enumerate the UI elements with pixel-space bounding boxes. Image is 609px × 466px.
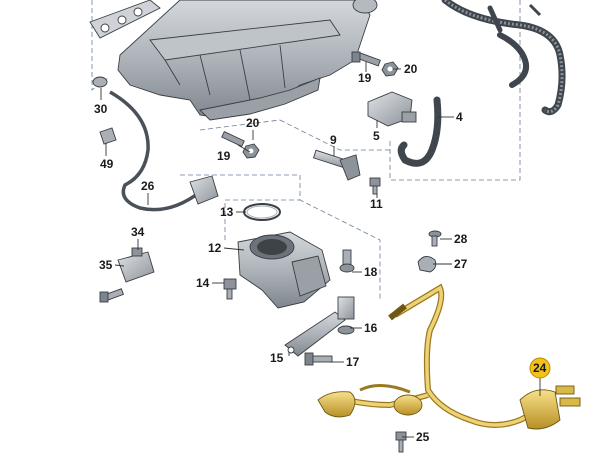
sensor-9[interactable] — [312, 149, 361, 181]
manifold-gasket[interactable] — [89, 0, 161, 39]
sensor-34[interactable] — [117, 247, 155, 283]
bolt-35[interactable] — [99, 288, 124, 303]
label-28[interactable]: 28 — [454, 232, 468, 246]
o-ring-13[interactable] — [243, 203, 281, 221]
part-labels: 30 49 26 19 20 19 20 5 4 9 11 13 12 34 3… — [94, 62, 547, 444]
label-13[interactable]: 13 — [220, 205, 234, 219]
bolt-11[interactable] — [369, 177, 381, 195]
label-14[interactable]: 14 — [196, 276, 210, 290]
nut-20-lower[interactable] — [242, 143, 260, 159]
label-12[interactable]: 12 — [208, 241, 222, 255]
spacer-16[interactable] — [337, 296, 355, 335]
wiring-harness[interactable] — [317, 283, 542, 428]
throttle-body-12[interactable] — [237, 231, 331, 309]
label-26[interactable]: 26 — [141, 179, 155, 193]
clamp-30[interactable] — [92, 76, 108, 88]
stud-18[interactable] — [339, 249, 355, 273]
bolt-28[interactable] — [428, 230, 442, 247]
bolt-25[interactable] — [395, 431, 407, 453]
hose-4[interactable] — [397, 96, 442, 167]
label-25[interactable]: 25 — [416, 430, 430, 444]
bracket-15[interactable] — [284, 311, 346, 357]
pressure-sensor-5[interactable] — [367, 91, 417, 127]
leader-lines — [100, 62, 541, 438]
label-20-lower[interactable]: 20 — [246, 116, 260, 130]
highlight-marker — [529, 357, 551, 379]
vacuum-hoses[interactable] — [441, 0, 566, 116]
label-19-lower[interactable]: 19 — [217, 149, 231, 163]
vacuum-line-26[interactable] — [109, 90, 219, 212]
clip-27[interactable] — [417, 256, 437, 273]
intake-manifold[interactable] — [117, 0, 378, 121]
label-24[interactable]: 24 — [533, 361, 547, 375]
label-15[interactable]: 15 — [270, 351, 284, 365]
label-9[interactable]: 9 — [330, 133, 337, 147]
label-16[interactable]: 16 — [364, 321, 378, 335]
label-17[interactable]: 17 — [346, 355, 360, 369]
label-20-upper[interactable]: 20 — [404, 62, 418, 76]
label-34[interactable]: 34 — [131, 225, 145, 239]
label-5[interactable]: 5 — [373, 129, 380, 143]
bolt-17[interactable] — [304, 352, 333, 366]
label-30[interactable]: 30 — [94, 102, 108, 116]
nut-20-upper[interactable] — [381, 61, 399, 77]
label-35[interactable]: 35 — [99, 258, 113, 272]
bolt-19-lower[interactable] — [221, 131, 245, 147]
bolt-14[interactable] — [223, 278, 237, 300]
reference-frame-lines — [91, 0, 521, 300]
label-19-upper[interactable]: 19 — [358, 71, 372, 85]
label-4[interactable]: 4 — [456, 110, 463, 124]
label-18[interactable]: 18 — [364, 265, 378, 279]
label-49[interactable]: 49 — [100, 157, 114, 171]
label-27[interactable]: 27 — [454, 257, 468, 271]
clip-49[interactable] — [99, 127, 117, 145]
connector-24[interactable] — [519, 385, 581, 430]
label-11[interactable]: 11 — [370, 197, 383, 211]
bolt-19-upper[interactable] — [351, 51, 381, 67]
